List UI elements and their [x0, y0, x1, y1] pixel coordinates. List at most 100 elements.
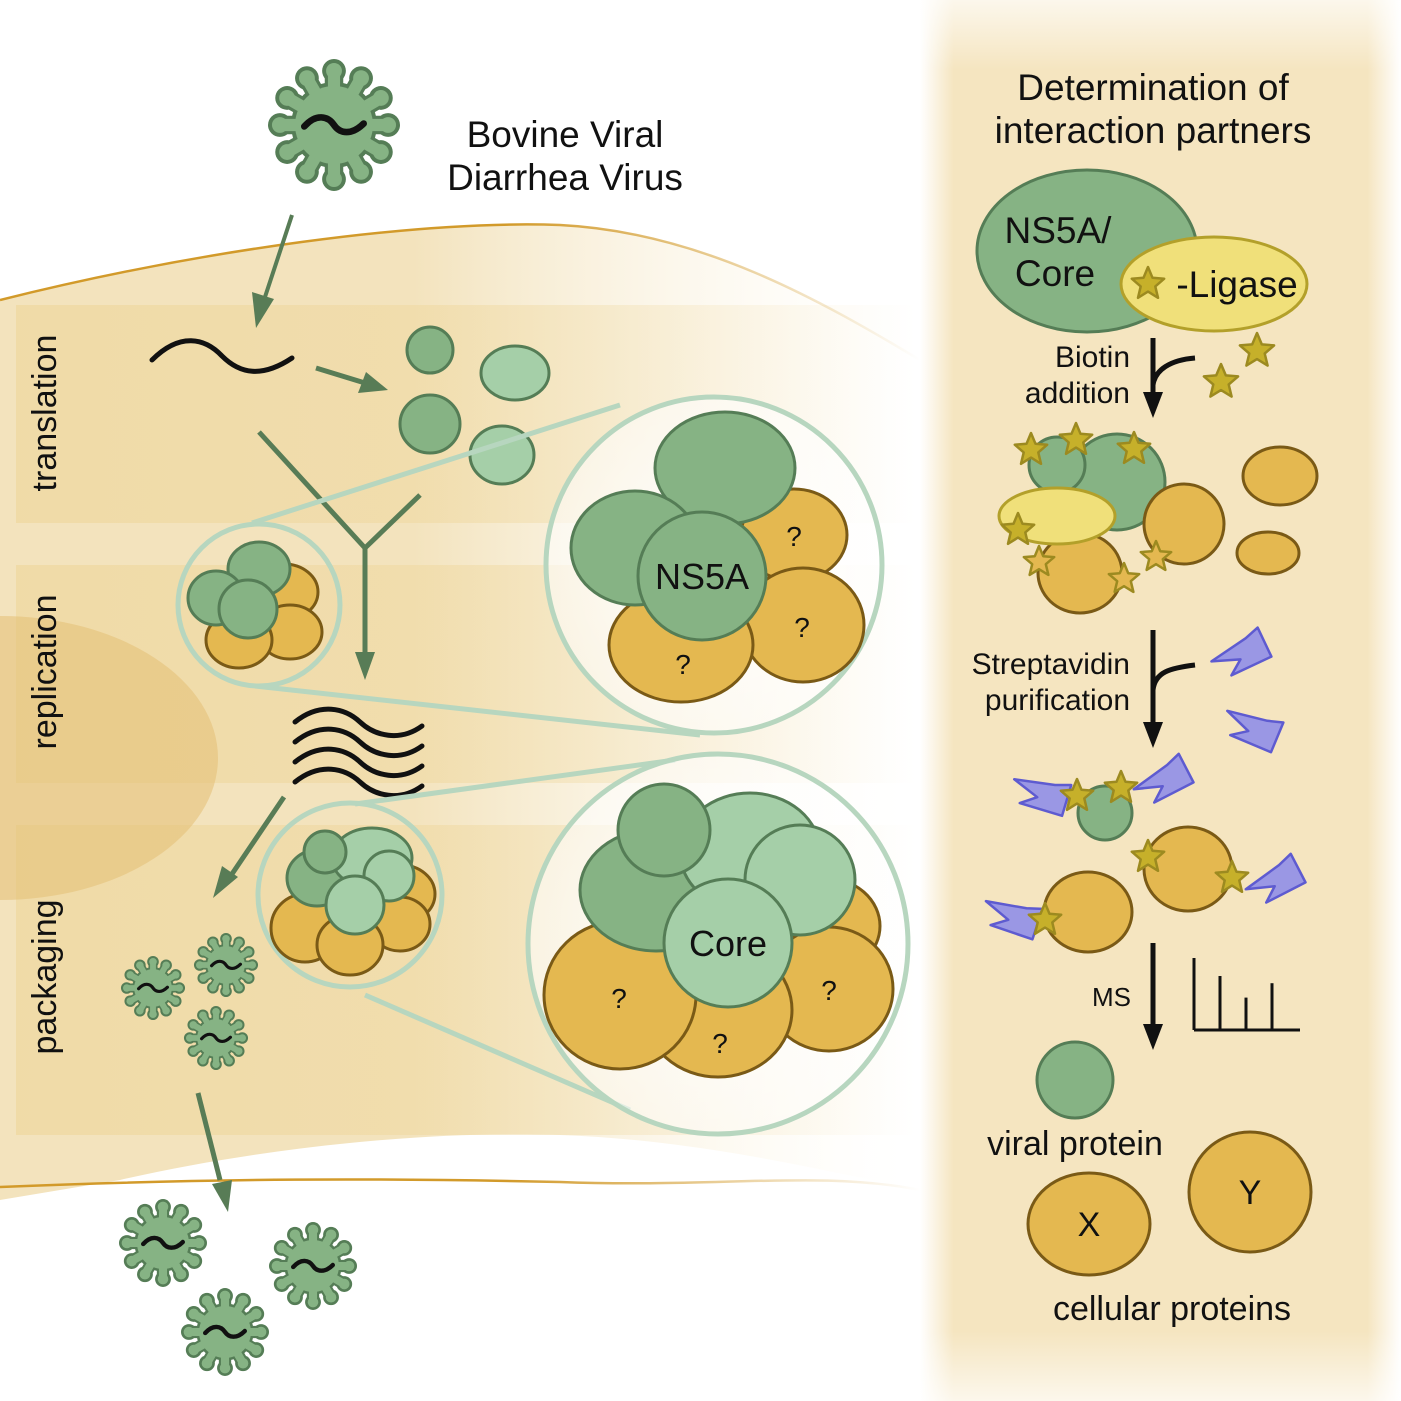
virus-spike-tip-fill — [238, 1034, 247, 1042]
result-cellular-label: cellular proteins — [1053, 1290, 1291, 1328]
virus-spike-tip-fill — [175, 1206, 187, 1218]
virus-spike-tip-fill — [201, 1357, 213, 1369]
zoom-ring-small-core — [255, 800, 445, 990]
virus-spike-tip-fill — [136, 1006, 144, 1015]
step2-label-line2: purification — [985, 684, 1130, 717]
star-shape — [1107, 561, 1141, 594]
virus-spike-tip-fill — [380, 117, 397, 133]
nucleus — [0, 616, 218, 900]
viral-rna-icon — [149, 338, 295, 374]
virus-spike-tip-fill — [237, 1357, 249, 1369]
virus-spike-tip-fill — [157, 1273, 169, 1285]
streptavidin-shape — [1013, 778, 1073, 818]
virus-rna-icon — [210, 959, 242, 971]
virus-spike-tip-fill — [188, 1219, 200, 1231]
virus-spike-tip-fill — [126, 1219, 138, 1231]
released-virus-icon — [181, 1288, 269, 1376]
protein-dot — [405, 325, 455, 375]
replicated-rna-icon — [292, 706, 425, 799]
streptavidin-icon — [1210, 626, 1273, 677]
stage-label-replication: replication — [26, 595, 64, 750]
virus-spike-tip-fill — [222, 987, 230, 996]
ns5a-protein — [636, 510, 768, 642]
cell-membrane-bottom — [0, 1178, 921, 1192]
step3-label: MS — [1092, 982, 1131, 1012]
virus-spike-tip-fill — [175, 984, 184, 992]
cellular-protein-x-label: X — [1078, 1206, 1101, 1244]
virus-spike-tip-fill — [279, 90, 296, 106]
bait-label-line1: NS5A/ — [1005, 210, 1113, 251]
virus-rna-icon — [141, 1235, 185, 1250]
bait-label-line2: Core — [1015, 253, 1095, 294]
streptavidin-icon — [1013, 778, 1073, 818]
virus-spike-tip-fill — [201, 1295, 213, 1307]
result-cellular-protein-y — [1187, 1130, 1313, 1254]
arrow-merge-icon — [257, 430, 422, 655]
streptavidin-shape — [1132, 752, 1195, 804]
ligase-label: -Ligase — [1176, 264, 1297, 305]
virus-spike-tip-fill — [188, 1308, 200, 1320]
biotin-star-icon — [1130, 838, 1166, 873]
virus-spike-tip-fill — [222, 934, 230, 943]
virus-spike-tip-fill — [276, 1242, 288, 1254]
streptavidin-icon — [1132, 752, 1195, 804]
virus-spike-tip-fill — [136, 961, 144, 970]
step1-label-line2: addition — [1025, 377, 1130, 410]
star-shape — [1027, 901, 1063, 936]
core-complex-large — [542, 782, 895, 1079]
virus-spike-tip-fill — [289, 1291, 301, 1303]
streptavidin-icon — [984, 899, 1044, 941]
virus-spike-tip-fill — [299, 163, 315, 180]
star-shape — [1059, 777, 1095, 812]
zoom-ring-small-ns5a — [175, 521, 343, 689]
biotin-star-icon — [1000, 511, 1036, 546]
virus-rna-icon — [137, 982, 169, 994]
ns5a-label: NS5A — [655, 556, 749, 597]
virus-spike-tip-fill — [244, 974, 253, 982]
virus-spike-tip-fill — [126, 1255, 138, 1267]
star-shape — [1103, 769, 1139, 804]
streptavidin-shape — [984, 899, 1044, 941]
protein-dot — [479, 344, 551, 402]
virus-spike-tip-fill — [338, 1278, 350, 1290]
virus-spike-tip-fill — [250, 1344, 262, 1356]
star-shape — [1022, 544, 1056, 577]
biotin-star-icon — [1059, 777, 1095, 812]
star-shape — [1058, 421, 1094, 456]
virus-spike-tip-fill — [307, 1224, 319, 1236]
result-viral-protein — [1035, 1040, 1115, 1120]
biotin-star-icon — [1116, 430, 1152, 465]
star-shape — [1214, 859, 1250, 894]
virus-spike-tip-fill — [157, 1201, 169, 1213]
virus-spike-tip-fill — [175, 1268, 187, 1280]
star-shape — [1238, 331, 1276, 367]
virus-spike-tip-fill — [326, 62, 342, 79]
purified-complexes — [1042, 784, 1234, 954]
virus-title-line1: Bovine Viral — [467, 114, 664, 155]
virus-spike-tip-fill — [126, 997, 135, 1005]
virus-spike-tip-fill — [279, 144, 296, 160]
cellular-protein-y-label: Y — [1239, 1174, 1262, 1212]
virus-spike-tip-fill — [171, 997, 180, 1005]
virus-particle-icon — [268, 58, 400, 191]
biotin-star-icon — [1027, 901, 1063, 936]
virus-spike-tip-fill — [139, 1206, 151, 1218]
stage-label-packaging: packaging — [26, 899, 64, 1054]
arrow-step3-icon — [1143, 943, 1163, 1050]
biotin-star-icon — [1022, 544, 1056, 577]
streptavidin-shape — [1244, 852, 1307, 904]
star-shape — [1130, 265, 1166, 300]
virus-spike-tip-fill — [199, 1011, 207, 1020]
packaged-virus-icon — [193, 932, 259, 998]
virus-spike-tip-fill — [193, 1237, 205, 1249]
biotin-star-icon — [1130, 265, 1166, 300]
arrow-entry-icon — [252, 214, 294, 328]
virus-spike-tip-fill — [212, 1007, 220, 1016]
protein-dot — [398, 393, 462, 455]
biotin-star-icon — [1107, 561, 1141, 594]
core-unknown-2: ? — [712, 1028, 728, 1059]
virus-spike-tip-fill — [299, 70, 315, 87]
virus-spike-tip-fill — [325, 1291, 337, 1303]
star-shape — [1202, 362, 1240, 398]
virus-spike-tip-fill — [372, 90, 389, 106]
